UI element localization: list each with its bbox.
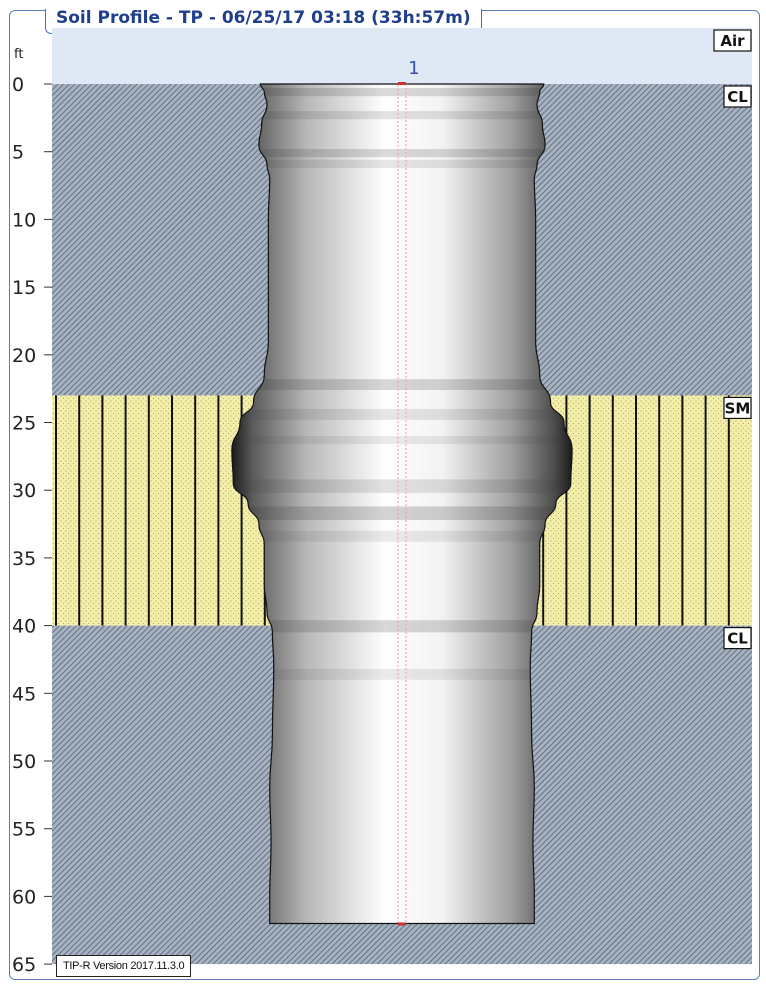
svg-text:CL: CL <box>727 88 748 106</box>
shaft-shade-band <box>231 111 573 120</box>
shaft-bottom-marker <box>398 922 406 926</box>
layer-label-sm: SM <box>723 396 752 420</box>
shaft-shade-band <box>231 506 573 520</box>
depth-tick-label: 25 <box>12 413 36 435</box>
layer-label-cl: CL <box>723 85 752 108</box>
depth-tick-label: 30 <box>12 480 36 502</box>
svg-text:SM: SM <box>725 399 751 417</box>
shaft-body <box>231 83 573 925</box>
depth-tick-label: 20 <box>12 345 36 367</box>
depth-tick-label: 10 <box>12 209 36 231</box>
depth-tick-label: 5 <box>12 142 24 164</box>
shaft-shade-band <box>231 479 573 493</box>
depth-tick-label: 50 <box>12 751 36 773</box>
shaft-shade-band <box>231 530 573 542</box>
shaft-shade-band <box>231 436 573 445</box>
shaft: 1 <box>231 58 573 926</box>
shaft-shade-band <box>231 408 573 420</box>
depth-tick-label: 35 <box>12 548 36 570</box>
shaft-shade-band <box>231 668 573 680</box>
depth-tick-label: 65 <box>12 954 36 976</box>
shaft-shade-band <box>231 148 573 158</box>
shaft-shade-band <box>231 620 573 633</box>
depth-axis: ft 0 5 10 15 20 25 30 35 40 45 50 55 60 65 <box>12 47 52 976</box>
depth-tick-label: 45 <box>12 683 36 705</box>
depth-tick-label: 40 <box>12 616 36 638</box>
shaft-top-marker <box>398 82 406 85</box>
layer-air <box>52 28 752 84</box>
depth-unit-label: ft <box>14 47 23 62</box>
version-label: TIP-R Version 2017.11.3.0 <box>56 955 192 977</box>
depth-tick-label: 55 <box>12 819 36 841</box>
shaft-id-label: 1 <box>408 58 419 79</box>
svg-text:Air: Air <box>720 32 745 50</box>
layer-label-air: Air <box>713 29 752 52</box>
shaft-shade-band <box>231 159 573 168</box>
layer-label-cl: CL <box>723 626 752 650</box>
shaft-shade-band <box>231 379 573 391</box>
svg-text:CL: CL <box>727 630 748 648</box>
depth-tick-label: 60 <box>12 886 36 908</box>
depth-tick-label: 0 <box>12 74 24 96</box>
depth-tick-label: 15 <box>12 277 36 299</box>
shaft-shade-band <box>231 88 573 97</box>
